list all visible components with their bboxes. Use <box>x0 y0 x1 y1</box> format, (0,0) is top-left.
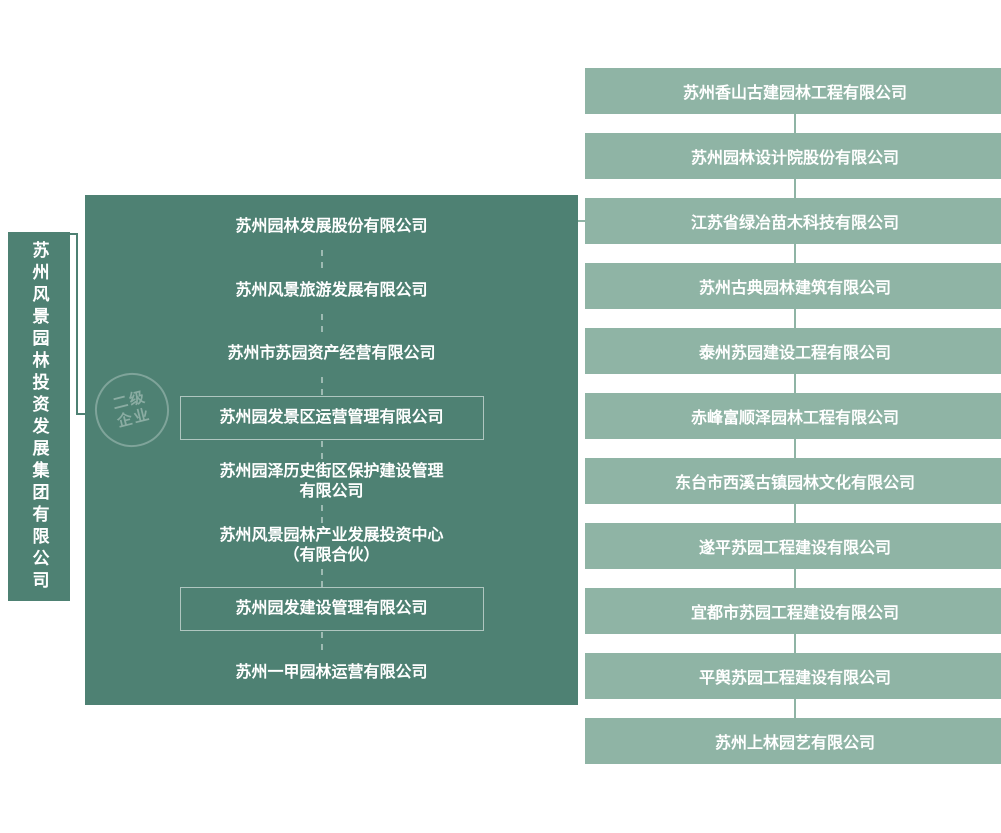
affiliate-label: 苏州香山古建园林工程有限公司 <box>682 85 907 102</box>
subsidiary-node: 苏州园泽历史街区保护建设管理 有限公司 <box>85 450 578 514</box>
subsidiary-label: 苏州园林发展股份有限公司 <box>235 217 428 235</box>
affiliate-node: 苏州香山古建园林工程有限公司 <box>585 68 1001 114</box>
subsidiary-node: 苏州风景园林产业发展投资中心 （有限合伙） <box>85 514 578 578</box>
affiliate-label: 泰州苏园建设工程有限公司 <box>698 345 891 362</box>
connector-root-top <box>70 233 78 235</box>
subsidiary-node: 苏州市苏园资产经营有限公司 <box>85 323 578 387</box>
subsidiary-label: 苏州一甲园林运营有限公司 <box>235 664 428 682</box>
subsidiary-label: 苏州风景旅游发展有限公司 <box>235 281 428 299</box>
affiliate-label: 赤峰富顺泽园林工程有限公司 <box>690 410 899 427</box>
subsidiary-node: 苏州风景旅游发展有限公司 <box>85 259 578 323</box>
affiliate-node: 宜都市苏园工程建设有限公司 <box>585 588 1001 634</box>
subsidiary-node: 苏州园发景区运营管理有限公司 <box>85 386 578 450</box>
affiliates-column: 苏州香山古建园林工程有限公司苏州园林设计院股份有限公司江苏省绿冶苗木科技有限公司… <box>585 68 1001 764</box>
affiliate-connector <box>794 439 796 458</box>
affiliate-node: 赤峰富顺泽园林工程有限公司 <box>585 393 1001 439</box>
subsidiary-node: 苏州园林发展股份有限公司 <box>85 195 578 259</box>
subsidiary-label: 苏州园发建设管理有限公司 <box>179 587 484 632</box>
subsidiary-label: 苏州市苏园资产经营有限公司 <box>227 345 436 363</box>
affiliate-node: 苏州园林设计院股份有限公司 <box>585 133 1001 179</box>
affiliate-label: 苏州古典园林建筑有限公司 <box>698 280 891 297</box>
affiliate-node: 遂平苏园工程建设有限公司 <box>585 523 1001 569</box>
affiliate-node: 苏州古典园林建筑有限公司 <box>585 263 1001 309</box>
affiliate-connector <box>794 244 796 263</box>
affiliate-label: 苏州园林设计院股份有限公司 <box>690 150 899 167</box>
subsidiary-node: 苏州园发建设管理有限公司 <box>85 578 578 642</box>
subsidiaries-panel: 苏州园林发展股份有限公司苏州风景旅游发展有限公司苏州市苏园资产经营有限公司苏州园… <box>85 195 578 705</box>
affiliate-connector <box>794 374 796 393</box>
affiliate-label: 平舆苏园工程建设有限公司 <box>698 670 891 687</box>
affiliate-connector <box>794 504 796 523</box>
affiliate-node: 苏州上林园艺有限公司 <box>585 718 1001 764</box>
affiliate-label: 苏州上林园艺有限公司 <box>714 735 875 752</box>
affiliate-connector <box>794 309 796 328</box>
affiliate-connector <box>794 699 796 718</box>
connector-root-to-panel <box>76 413 85 415</box>
affiliate-node: 江苏省绿冶苗木科技有限公司 <box>585 198 1001 244</box>
affiliate-label: 遂平苏园工程建设有限公司 <box>698 540 891 557</box>
org-root-node: 苏州风景园林投资发展集团有限公司 <box>8 232 70 601</box>
connector-root-vertical <box>76 233 78 415</box>
connector-panel-to-affiliates <box>578 220 585 222</box>
affiliate-label: 宜都市苏园工程建设有限公司 <box>690 605 899 622</box>
affiliate-label: 江苏省绿冶苗木科技有限公司 <box>690 215 899 232</box>
affiliate-connector <box>794 634 796 653</box>
org-root-label: 苏州风景园林投资发展集团有限公司 <box>29 240 49 593</box>
affiliate-connector <box>794 179 796 198</box>
affiliate-node: 泰州苏园建设工程有限公司 <box>585 328 1001 374</box>
affiliate-connector <box>794 114 796 133</box>
subsidiary-label: 苏州风景园林产业发展投资中心 （有限合伙） <box>219 526 444 564</box>
affiliate-connector <box>794 569 796 588</box>
subsidiary-label: 苏州园泽历史街区保护建设管理 有限公司 <box>219 462 444 500</box>
subsidiary-node: 苏州一甲园林运营有限公司 <box>85 641 578 705</box>
subsidiary-label: 苏州园发景区运营管理有限公司 <box>179 396 484 441</box>
affiliate-node: 东台市西溪古镇园林文化有限公司 <box>585 458 1001 504</box>
affiliate-label: 东台市西溪古镇园林文化有限公司 <box>674 475 915 492</box>
affiliate-node: 平舆苏园工程建设有限公司 <box>585 653 1001 699</box>
middle-panel-rows: 苏州园林发展股份有限公司苏州风景旅游发展有限公司苏州市苏园资产经营有限公司苏州园… <box>85 195 578 705</box>
